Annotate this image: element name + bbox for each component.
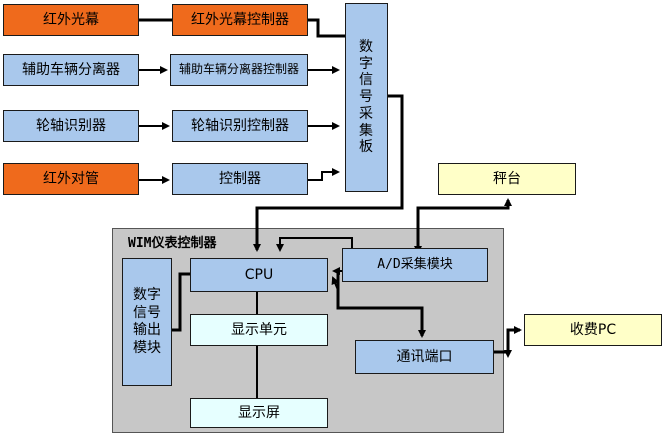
comm-port-box: 通讯端口: [355, 340, 494, 374]
wire-pair-controller-to-board: [308, 168, 340, 181]
ad-module-label: A/D采集模块: [377, 256, 453, 272]
toll-pc-label: 收费PC: [569, 321, 617, 338]
wim-panel-title: WIM仪表控制器: [128, 236, 217, 251]
digital-acquisition-board-label: 数字信号采集板: [359, 38, 374, 156]
controller-box: 控制器: [172, 163, 308, 195]
cpu-label: CPU: [244, 266, 274, 283]
cpu-box: CPU: [190, 258, 328, 292]
infrared-curtain-label: 红外光幕: [43, 11, 99, 28]
axle-identifier-box: 轮轴识别器: [3, 110, 139, 142]
infrared-pair-label: 红外对管: [43, 170, 99, 187]
infrared-curtain-controller-box: 红外光幕控制器: [172, 4, 308, 36]
display-screen-label: 显示屏: [238, 404, 280, 421]
axle-identifier-label: 轮轴识别器: [36, 117, 106, 134]
wire-curtain-controller-to-board: [308, 18, 345, 38]
display-screen-box: 显示屏: [190, 398, 328, 428]
platform-box: 秤台: [438, 163, 576, 195]
aux-separator-label: 辅助车辆分离器: [22, 61, 120, 78]
wire-cpu-to-digital-output: [172, 272, 190, 332]
wire-board-to-cpu: [253, 94, 404, 252]
digital-output-module-label: 数字信号输出模块: [133, 287, 161, 356]
aux-separator-box: 辅助车辆分离器: [3, 54, 139, 86]
controller-label: 控制器: [219, 170, 261, 187]
toll-pc-box: 收费PC: [524, 314, 662, 346]
display-unit-label: 显示单元: [231, 321, 287, 338]
aux-separator-controller-label: 辅助车辆分离器控制器: [178, 62, 299, 77]
axle-identifier-controller-label: 轮轴识别控制器: [191, 117, 289, 134]
infrared-pair-box: 红外对管: [3, 163, 139, 195]
comm-port-label: 通讯端口: [396, 348, 453, 365]
digital-output-module: 数字信号输出模块: [122, 258, 172, 386]
infrared-curtain-controller-label: 红外光幕控制器: [191, 11, 289, 28]
platform-label: 秤台: [493, 170, 521, 187]
axle-identifier-controller-box: 轮轴识别控制器: [172, 110, 308, 142]
ad-module-box: A/D采集模块: [342, 248, 488, 282]
wire-comm-to-cpu: [331, 276, 339, 291]
digital-acquisition-board: 数字信号采集板: [345, 3, 388, 192]
display-unit-box: 显示单元: [190, 314, 328, 346]
wire-ad-to-platform: [416, 198, 512, 250]
infrared-curtain-box: 红外光幕: [3, 4, 139, 36]
aux-separator-controller-box: 辅助车辆分离器控制器: [170, 54, 308, 86]
